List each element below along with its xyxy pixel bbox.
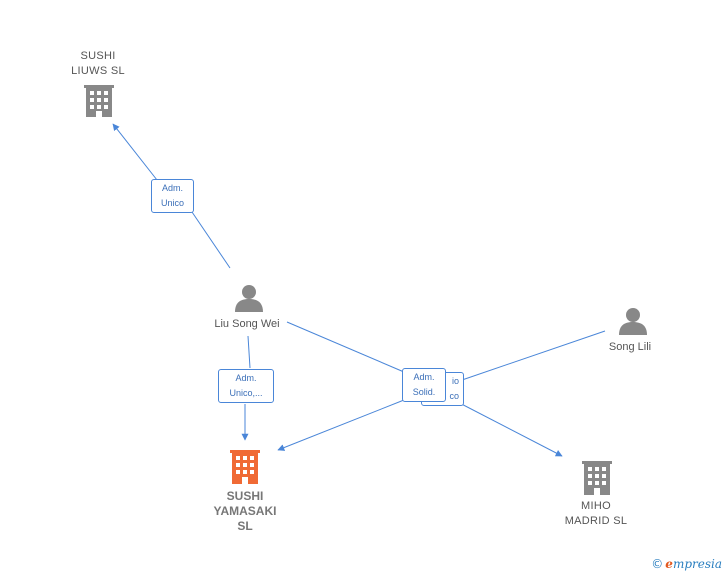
empresia-logo: ©empresia — [651, 557, 722, 571]
person-icon — [619, 308, 647, 335]
copyright-icon: © — [651, 557, 664, 571]
edge-label-liu-yamasaki[interactable]: Adm. Unico,... — [218, 369, 274, 403]
edge-liu-to-liuws — [113, 124, 231, 269]
node-label-miho-madrid[interactable]: MIHO MADRID SL — [564, 500, 628, 527]
node-label-sushi-yamasaki[interactable]: SUSHI YAMASAKI SL — [213, 489, 277, 533]
edge-center-to-yamasaki — [277, 399, 405, 451]
edge-label-liu-liuws[interactable]: Adm. Unico — [151, 179, 194, 213]
edge-label-liu-miho[interactable]: Adm. Solid. — [402, 368, 446, 402]
building-icon-main — [230, 450, 260, 484]
node-label-song-lili[interactable]: Song Lili — [608, 341, 652, 353]
building-icon — [582, 461, 612, 495]
edge-center-to-miho — [445, 395, 563, 457]
building-icon — [84, 85, 114, 117]
edge-liu-to-yamasaki — [245, 335, 250, 440]
edge-song-to-center — [461, 330, 606, 381]
person-icon — [235, 285, 263, 312]
edge-liu-to-center — [286, 321, 405, 373]
node-label-liu-song-wei[interactable]: Liu Song Wei — [214, 318, 280, 330]
node-label-sushi-liuws[interactable]: SUSHI LIUWS SL — [71, 50, 125, 77]
